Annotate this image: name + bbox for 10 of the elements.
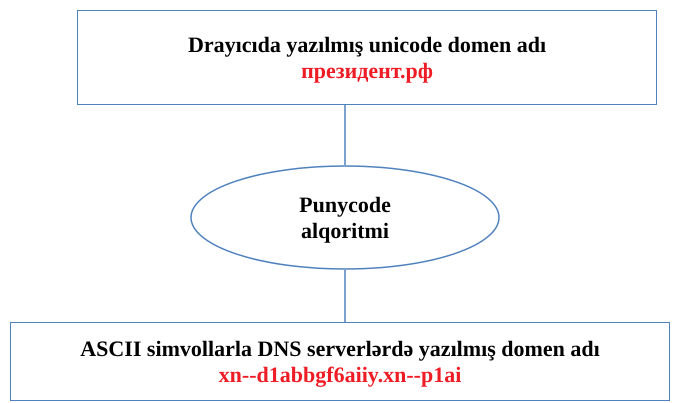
process-box (77, 10, 657, 105)
connector-line (344, 105, 346, 165)
box-heading: ASCII simvollarla DNS serverlərdə yazılmış domen adı (80, 336, 600, 362)
domain-name: президент.рф (301, 58, 433, 84)
process-ellipse (190, 165, 500, 270)
process-box (10, 322, 670, 401)
domain-name: xn--d1abbgf6aiiy.xn--p1ai (218, 362, 462, 388)
process-label: Punycode alqoritmi (298, 192, 392, 244)
connector-line (344, 270, 346, 322)
box-heading: Drayıcıda yazılmış unicode domen adı (188, 32, 546, 58)
